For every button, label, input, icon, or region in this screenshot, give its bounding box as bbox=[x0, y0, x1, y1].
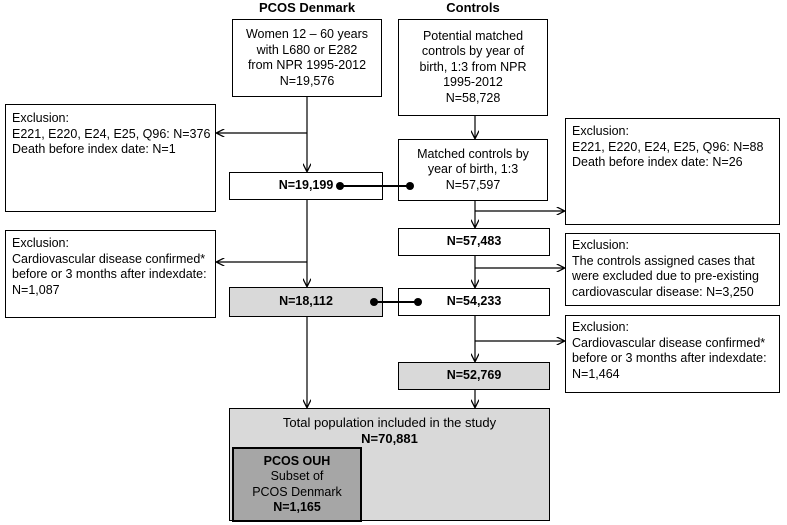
pcos-source-line-1: Women 12 – 60 years bbox=[245, 27, 369, 41]
exclusion-right-3-line-3: before or 3 months after indexdate: bbox=[572, 351, 767, 365]
controls-n4-box: N=52,769 bbox=[398, 362, 550, 390]
matched-controls-box: Matched controls by year of birth, 1:3 N… bbox=[398, 139, 548, 201]
total-population-label: Total population included in the study bbox=[282, 415, 497, 430]
exclusion-right-3-box: Exclusion: Cardiovascular disease confir… bbox=[565, 315, 780, 393]
match-dot-2a bbox=[370, 298, 378, 306]
pcos-n1-value: N=19,199 bbox=[278, 178, 334, 193]
controls-source-box: Potential matched controls by year of bi… bbox=[398, 19, 548, 116]
exclusion-left-1-line-1: Exclusion: bbox=[12, 111, 69, 125]
exclusion-right-3-line-1: Exclusion: bbox=[572, 320, 629, 334]
exclusion-right-2-line-1: Exclusion: bbox=[572, 238, 629, 252]
exclusion-right-2-line-3: were excluded due to pre-existing bbox=[572, 269, 759, 283]
subset-pcos-ouh-box: PCOS OUH Subset of PCOS Denmark N=1,165 bbox=[232, 447, 362, 522]
exclusion-left-2-line-1: Exclusion: bbox=[12, 236, 69, 250]
exclusion-right-2-line-2: The controls assigned cases that bbox=[572, 253, 755, 268]
exclusion-right-3-line-4: N=1,464 bbox=[572, 366, 620, 381]
pcos-source-line-3: from NPR 1995-2012 bbox=[247, 58, 367, 72]
matched-controls-line-2: year of birth, 1:3 bbox=[427, 162, 519, 177]
pcos-n2-box: N=18,112 bbox=[229, 287, 383, 317]
exclusion-left-2-line-2: Cardiovascular disease confirmed* bbox=[12, 251, 206, 266]
controls-source-line-2: controls by year of bbox=[421, 44, 525, 59]
controls-n3-box: N=54,233 bbox=[398, 288, 550, 316]
exclusion-left-1-line-2: E221, E220, E24, E25, Q96: N=376 bbox=[12, 126, 211, 141]
exclusion-right-1-line-1: Exclusion: bbox=[572, 124, 629, 138]
exclusion-left-2-box: Exclusion: Cardiovascular disease confir… bbox=[5, 230, 216, 318]
total-population-value: N=70,881 bbox=[361, 431, 418, 446]
controls-n2-value: N=57,483 bbox=[446, 234, 502, 249]
match-dot-1a bbox=[336, 182, 344, 190]
exclusion-left-2-line-3: before or 3 months after indexdate: bbox=[12, 267, 207, 281]
subset-line-3: PCOS Denmark bbox=[252, 484, 342, 499]
pcos-source-line-4: N=19,576 bbox=[279, 73, 335, 88]
pcos-source-box: Women 12 – 60 years with L680 or E282 fr… bbox=[232, 19, 382, 97]
matched-controls-line-1: Matched controls by bbox=[417, 146, 529, 161]
controls-n2-box: N=57,483 bbox=[398, 228, 550, 256]
match-dot-2b bbox=[414, 298, 422, 306]
controls-source-line-4: 1995-2012 bbox=[443, 75, 503, 90]
matched-controls-line-3: N=57,597 bbox=[445, 177, 501, 192]
controls-n4-value: N=52,769 bbox=[446, 368, 502, 383]
exclusion-right-1-box: Exclusion: E221, E220, E24, E25, Q96: N=… bbox=[565, 118, 780, 225]
exclusion-right-1-line-2: E221, E220, E24, E25, Q96: N=88 bbox=[572, 139, 764, 154]
match-dot-1b bbox=[406, 182, 414, 190]
exclusion-right-2-line-4: cardiovascular disease: N=3,250 bbox=[572, 284, 754, 299]
header-controls: Controls bbox=[446, 0, 500, 15]
exclusion-right-2-box: Exclusion: The controls assigned cases t… bbox=[565, 233, 780, 306]
subset-line-2: Subset of bbox=[270, 469, 324, 483]
pcos-n2-value: N=18,112 bbox=[279, 294, 333, 309]
controls-source-line-1: Potential matched bbox=[422, 28, 524, 43]
header-pcos-denmark: PCOS Denmark bbox=[258, 0, 356, 15]
exclusion-right-3-line-2: Cardiovascular disease confirmed* bbox=[572, 335, 766, 350]
subset-line-4: N=1,165 bbox=[273, 500, 321, 514]
exclusion-left-2-line-4: N=1,087 bbox=[12, 282, 60, 297]
exclusion-right-1-line-3: Death before index date: N=26 bbox=[572, 155, 743, 169]
controls-source-line-5: N=58,728 bbox=[445, 90, 501, 105]
subset-line-1: PCOS OUH bbox=[263, 453, 331, 468]
pcos-source-line-2: with L680 or E282 bbox=[256, 42, 358, 57]
controls-n3-value: N=54,233 bbox=[446, 294, 502, 309]
exclusion-left-1-box: Exclusion: E221, E220, E24, E25, Q96: N=… bbox=[5, 104, 216, 212]
controls-source-line-3: birth, 1:3 from NPR bbox=[419, 59, 527, 74]
exclusion-left-1-line-3: Death before index date: N=1 bbox=[12, 142, 176, 156]
